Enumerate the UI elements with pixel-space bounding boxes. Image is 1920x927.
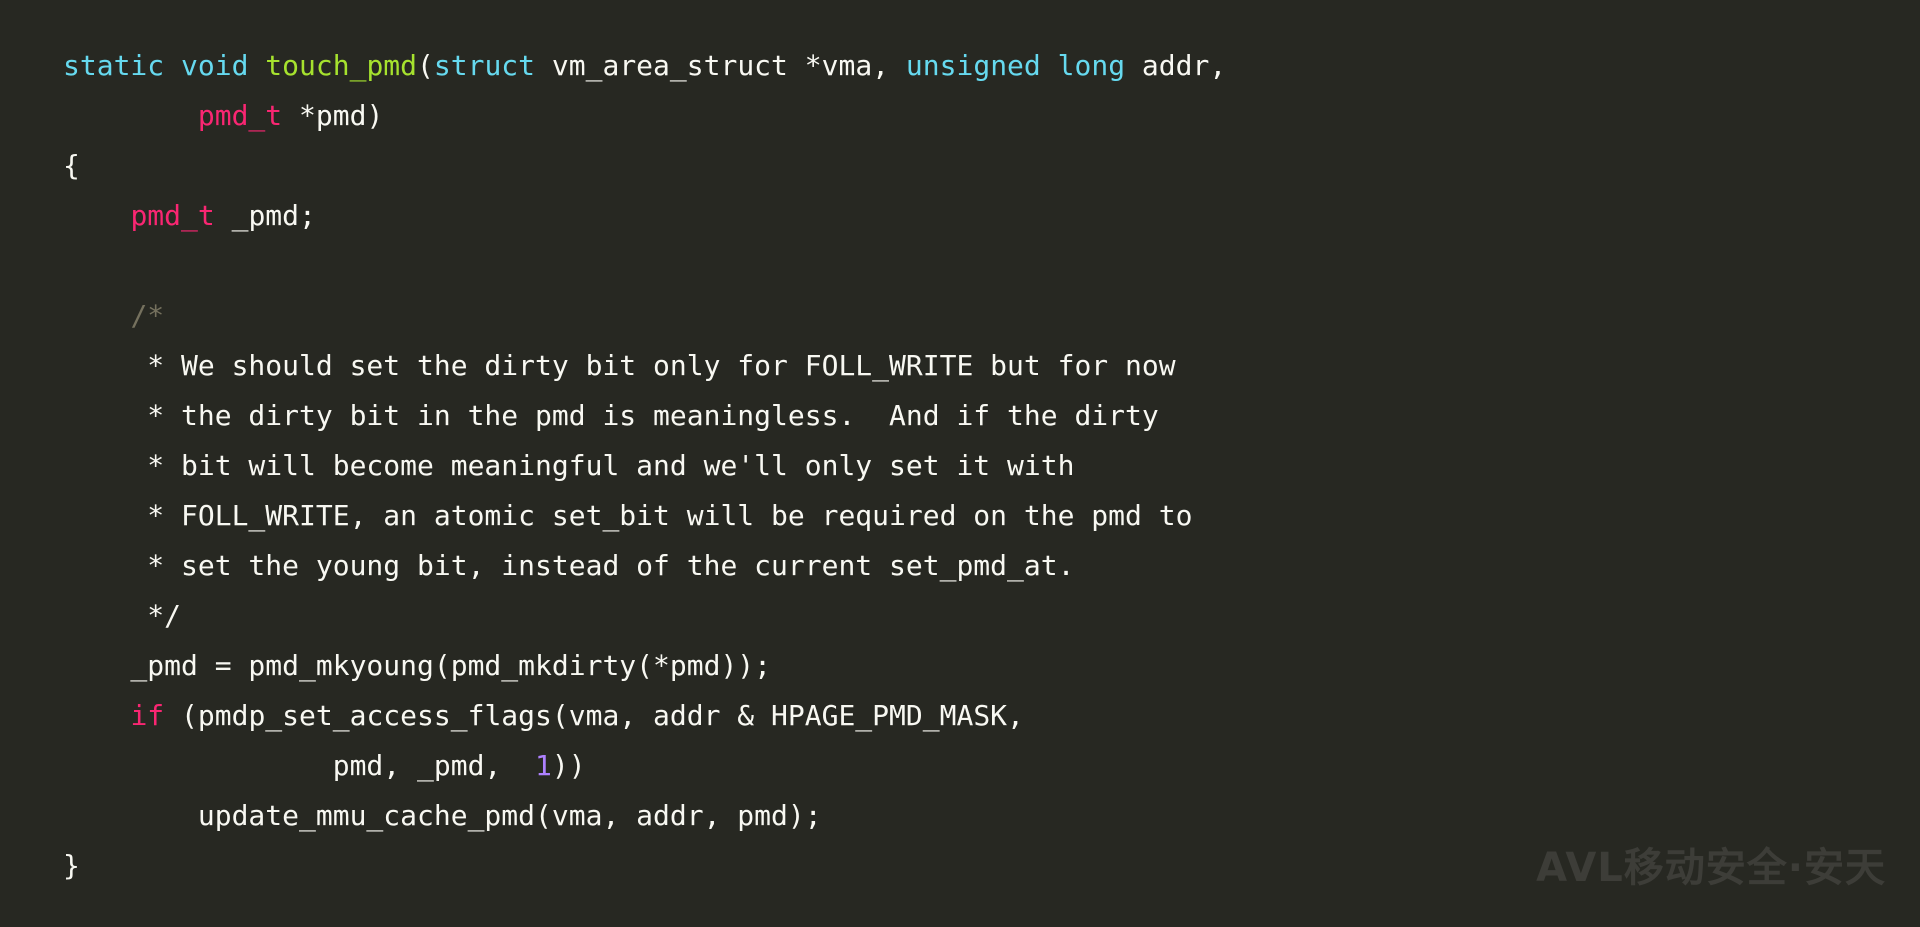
- code-token: {: [63, 149, 80, 182]
- code-token: static void: [63, 49, 266, 82]
- code-token: touch_pmd: [265, 49, 418, 82]
- code-line: update_mmu_cache_pmd(vma, addr, pmd);: [63, 791, 1920, 841]
- code-token: [63, 699, 130, 732]
- code-token: * the dirty bit in the pmd is meaningles…: [63, 399, 1159, 432]
- code-line: static void touch_pmd(struct vm_area_str…: [63, 41, 1920, 91]
- code-token: * set the young bit, instead of the curr…: [63, 549, 1075, 582]
- code-line: pmd_t *pmd): [63, 91, 1920, 141]
- code-token: [63, 199, 130, 232]
- code-line: pmd, _pmd, 1)): [63, 741, 1920, 791]
- code-token: *pmd): [282, 99, 384, 132]
- code-line: /*: [63, 291, 1920, 341]
- code-line: [63, 241, 1920, 291]
- code-token: _pmd;: [214, 199, 316, 232]
- code-token: pmd, _pmd,: [63, 749, 536, 782]
- code-token: 1: [535, 749, 552, 782]
- code-block: static void touch_pmd(struct vm_area_str…: [63, 41, 1920, 891]
- code-token: (: [417, 49, 434, 82]
- code-token: * bit will become meaningful and we'll o…: [63, 449, 1075, 482]
- code-token: addr,: [1125, 49, 1227, 82]
- code-token: * FOLL_WRITE, an atomic set_bit will be …: [63, 499, 1193, 532]
- code-token: update_mmu_cache_pmd(vma, addr, pmd);: [63, 799, 822, 832]
- code-line: pmd_t _pmd;: [63, 191, 1920, 241]
- code-token: )): [551, 749, 586, 782]
- code-token: struct: [433, 49, 536, 82]
- code-line: _pmd = pmd_mkyoung(pmd_mkdirty(*pmd));: [63, 641, 1920, 691]
- watermark-logo: AVL移动安全·安天: [1536, 845, 1886, 891]
- code-line: * bit will become meaningful and we'll o…: [63, 441, 1920, 491]
- code-token: * We should set the dirty bit only for F…: [63, 349, 1176, 382]
- code-token: pmd_t: [130, 199, 215, 232]
- code-token: unsigned long: [905, 49, 1126, 82]
- code-token: vm_area_struct *vma,: [535, 49, 906, 82]
- code-line: }: [63, 841, 1920, 891]
- code-line: */: [63, 591, 1920, 641]
- code-token: /*: [130, 299, 165, 332]
- code-token: if: [130, 699, 165, 732]
- code-line: * the dirty bit in the pmd is meaningles…: [63, 391, 1920, 441]
- code-token: */: [63, 599, 182, 632]
- code-line: if (pmdp_set_access_flags(vma, addr & HP…: [63, 691, 1920, 741]
- code-line: * set the young bit, instead of the curr…: [63, 541, 1920, 591]
- code-token: (pmdp_set_access_flags(vma, addr & HPAGE…: [164, 699, 1024, 732]
- code-token: _pmd = pmd_mkyoung(pmd_mkdirty(*pmd));: [63, 649, 772, 682]
- code-token: [63, 299, 130, 332]
- code-line: * We should set the dirty bit only for F…: [63, 341, 1920, 391]
- code-token: [63, 99, 198, 132]
- code-line: {: [63, 141, 1920, 191]
- code-token: }: [63, 849, 80, 882]
- code-token: pmd_t: [197, 99, 283, 132]
- code-line: * FOLL_WRITE, an atomic set_bit will be …: [63, 491, 1920, 541]
